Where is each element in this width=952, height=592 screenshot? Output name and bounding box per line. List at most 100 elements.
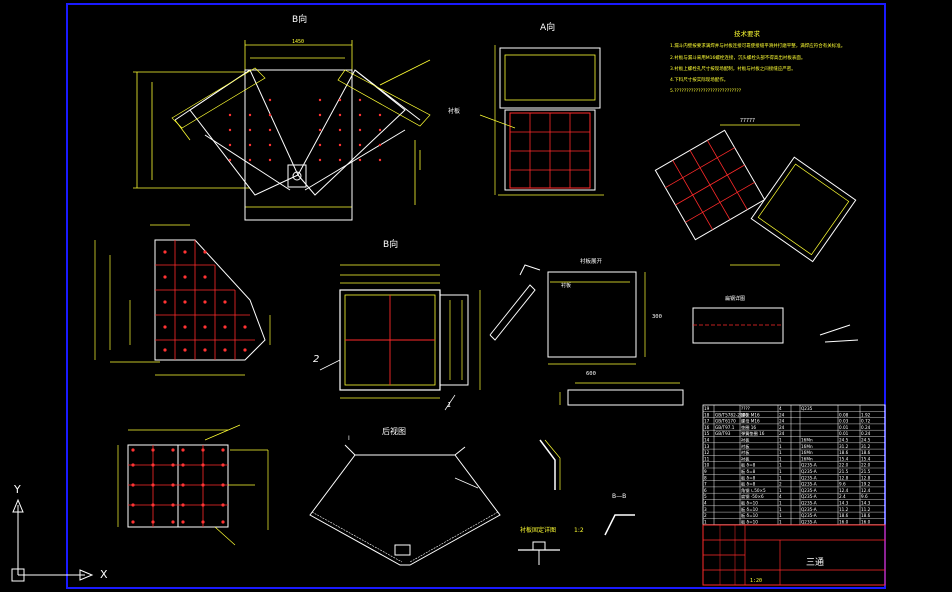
- bolt-hole: [248, 113, 252, 117]
- bolt-hole: [171, 448, 175, 452]
- bolt-hole: [268, 98, 272, 102]
- parts-table-cell: GB/T97.1: [715, 425, 735, 430]
- parts-table-cell: 1: [779, 475, 782, 480]
- bolt-hole: [228, 113, 232, 117]
- a-view: [479, 45, 604, 196]
- parts-table-cell: 18: [704, 412, 710, 417]
- parts-table-cell: 1: [779, 507, 782, 512]
- bolt-hole: [203, 275, 207, 279]
- bolt-hole: [181, 520, 185, 524]
- parts-table-cell: 6: [704, 488, 707, 493]
- parts-table-cell: 衬板: [741, 443, 750, 450]
- bolt-hole: [223, 325, 227, 329]
- parts-table-cell: ????: [741, 406, 750, 411]
- bolt-hole: [131, 483, 135, 487]
- bolt-hole: [163, 300, 167, 304]
- bolt-hole: [358, 143, 362, 147]
- bolt-hole: [163, 250, 167, 254]
- parts-table-cell: 16Mn: [801, 456, 813, 461]
- bolt-hole: [358, 98, 362, 102]
- bolt-hole: [181, 448, 185, 452]
- parts-table-cell: 19.2: [861, 482, 871, 487]
- b-view-label-2: B向: [383, 238, 398, 250]
- bolt-hole: [221, 503, 225, 507]
- parts-table-cell: 24.5: [861, 438, 871, 443]
- parts-table-cell: 21.5: [839, 469, 849, 474]
- parts-table-cell: 12.4: [861, 488, 871, 493]
- parts-table-cell: Q235-A: [801, 482, 817, 487]
- bolt-hole: [171, 463, 175, 467]
- parts-table-cell: 18.6: [861, 450, 871, 455]
- top-view-holes: [228, 98, 382, 162]
- parts-table-cell: 1: [779, 438, 782, 443]
- bolt-hole: [338, 113, 342, 117]
- parts-table-cell: 1: [779, 456, 782, 461]
- parts-table-cell: 16Mn: [801, 444, 813, 449]
- detail-label: 衬板固定详图: [520, 526, 556, 534]
- parts-table-cell: 3: [704, 507, 707, 512]
- parts-table-cell: 板 δ=10: [741, 512, 758, 519]
- tech-requirement-3: 3.衬板上螺栓孔尺寸按现场配制，衬板与衬板之间接缝应严密。: [670, 65, 796, 72]
- parts-table-cell: 24: [779, 431, 785, 436]
- box-rect-dim-w: 600: [586, 371, 596, 377]
- parts-table-cell: 11.2: [839, 507, 849, 512]
- bolt-hole: [163, 325, 167, 329]
- parts-table-cell: Q235: [801, 406, 813, 411]
- angle-detail: [518, 439, 635, 565]
- parts-table-cell: 24.5: [839, 438, 849, 443]
- a-view-top-dim: 77777: [740, 118, 755, 124]
- bolt-hole: [203, 348, 207, 352]
- parts-table-cell: 0.72: [861, 419, 871, 424]
- b-view-square: [319, 264, 481, 411]
- bolt-hole: [221, 483, 225, 487]
- parts-table-cell: 角钢 ∟50×5: [741, 487, 766, 494]
- parts-table-cell: 14: [704, 438, 710, 443]
- bolt-hole: [183, 275, 187, 279]
- parts-table-cell: 16Mn: [801, 438, 813, 443]
- parts-table-cell: 31.2: [839, 444, 849, 449]
- bolt-hole: [248, 143, 252, 147]
- strip-detail: [692, 307, 859, 344]
- parts-table-cell: 0.01: [839, 425, 849, 430]
- stepped-plate-holes: [163, 250, 247, 352]
- parts-table-cell: 1: [779, 463, 782, 468]
- bolt-hole: [201, 483, 205, 487]
- parts-table-cell: 8: [704, 475, 707, 480]
- parts-table-cell: 24: [779, 412, 785, 417]
- parts-table-cell: 18.6: [839, 513, 849, 518]
- parts-table-cell: Q235-A: [801, 513, 817, 518]
- a-view-label: A向: [540, 21, 555, 33]
- parts-table-cell: 垫圈 16: [741, 424, 756, 431]
- parts-table-cell: 1: [779, 501, 782, 506]
- parts-table-cell: 0.08: [839, 412, 849, 417]
- parts-table-cell: 1.92: [861, 412, 871, 417]
- bolt-hole: [183, 250, 187, 254]
- parts-table-cell: 1: [779, 513, 782, 518]
- liner-rectangle-detail: [489, 264, 646, 365]
- bolt-hole: [131, 463, 135, 467]
- parts-table-cell: 2: [779, 482, 782, 487]
- parts-table-cell: 9: [704, 469, 707, 474]
- parts-table-cell: 2: [704, 513, 707, 518]
- liner-callout: 衬板: [448, 107, 460, 115]
- bolt-hole: [243, 325, 247, 329]
- parts-table-cell: Q235-A: [801, 463, 817, 468]
- parts-table-cell: 板 δ=8: [741, 481, 756, 488]
- tech-requirements-title: 技术要求: [734, 29, 761, 38]
- bolt-hole: [338, 98, 342, 102]
- parts-table-cell: 5: [704, 494, 707, 499]
- parts-table-cell: 16Mn: [801, 450, 813, 455]
- bolt-hole: [378, 143, 382, 147]
- ucs-icon: [11, 498, 94, 582]
- parts-table-cell: 21.5: [861, 469, 871, 474]
- parts-table-cell: 12: [704, 450, 710, 455]
- ucs-y-label: Y: [13, 483, 21, 496]
- parts-table-cell: 10: [704, 463, 710, 468]
- double-panel-holes: [131, 448, 225, 524]
- bolt-hole: [201, 463, 205, 467]
- parts-table-cell: 12.8: [839, 475, 849, 480]
- parts-table-cell: 16.0: [861, 519, 871, 524]
- parts-table-cell: 31.2: [861, 444, 871, 449]
- bolt-hole: [248, 158, 252, 162]
